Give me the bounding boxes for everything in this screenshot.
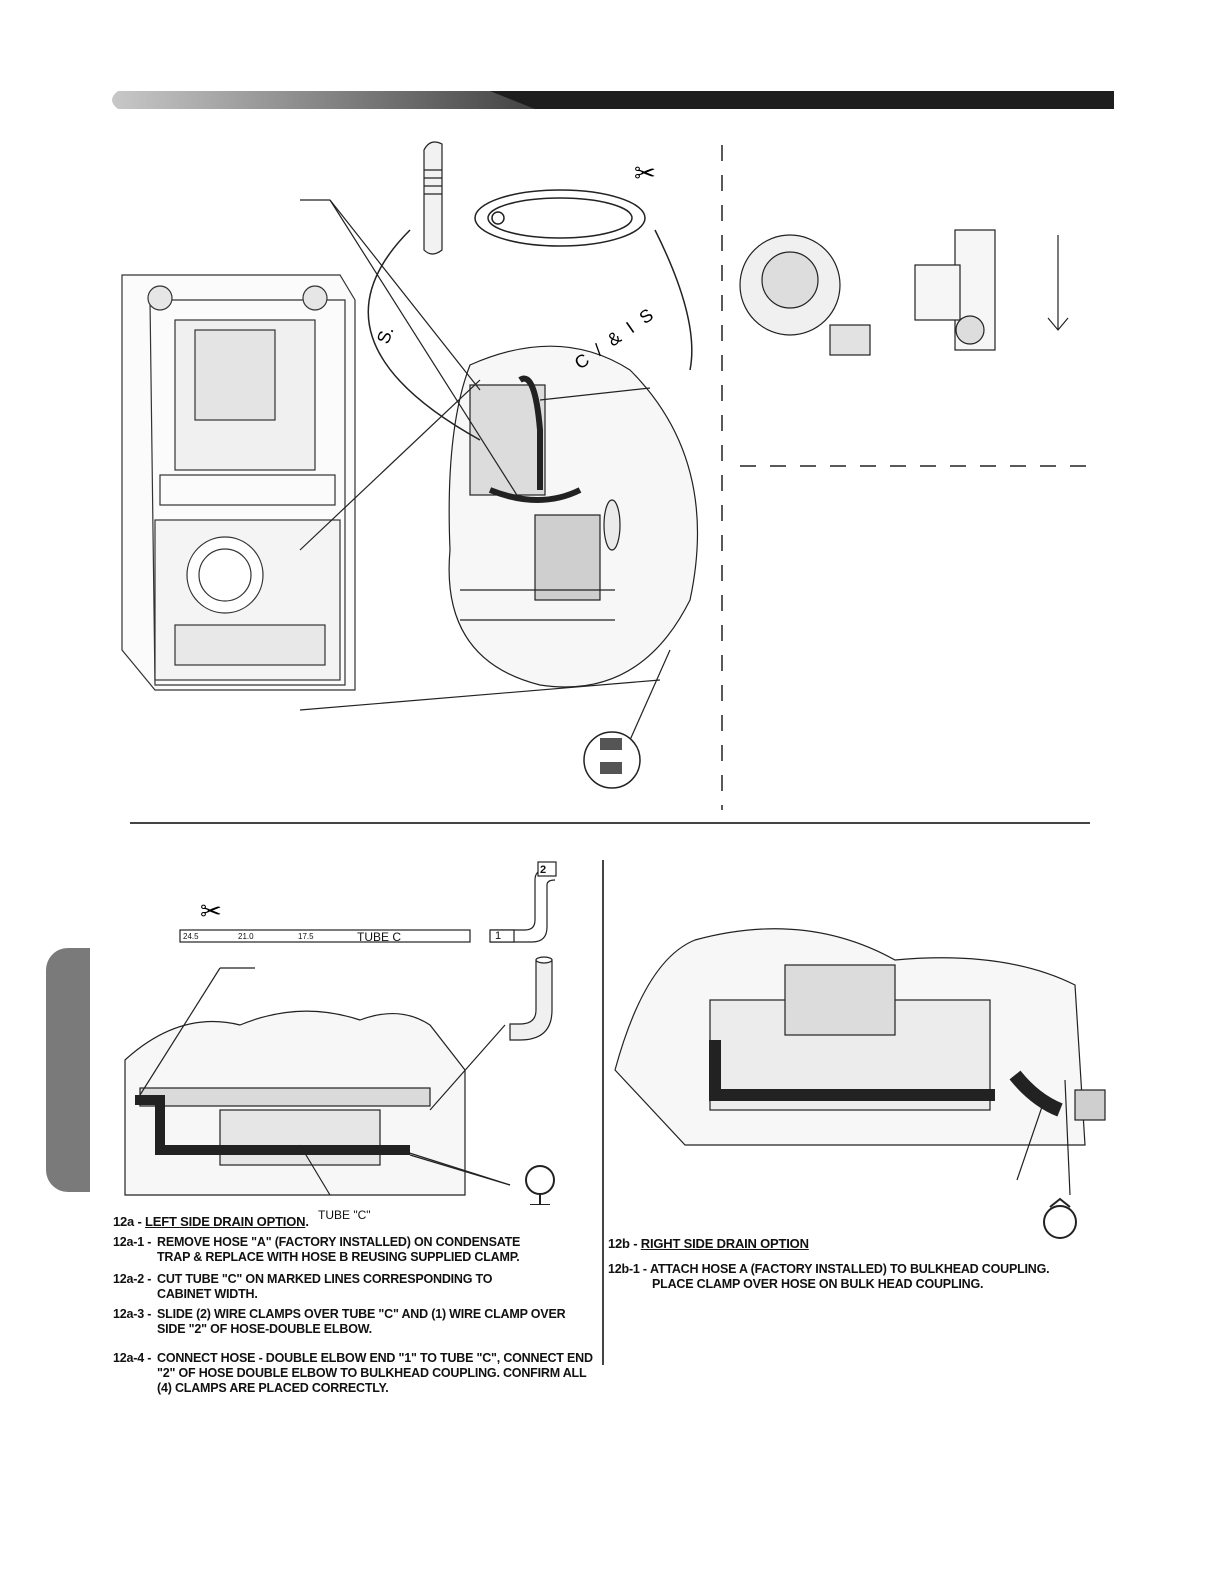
right-option-heading: 12b - RIGHT SIDE DRAIN OPTION bbox=[608, 1236, 809, 1251]
top-diagram: ✂ S. C / & I S bbox=[121, 141, 1090, 810]
step-12a-1: 12a-1 - REMOVE HOSE "A" (FACTORY INSTALL… bbox=[113, 1235, 521, 1264]
tube-mark-1: 24.5 bbox=[183, 932, 199, 941]
right-option-title: RIGHT SIDE DRAIN OPTION bbox=[640, 1236, 809, 1251]
tube-c-label: TUBE C bbox=[357, 930, 402, 944]
left-drain-diagram: ✂ bbox=[124, 861, 557, 1205]
header-bar bbox=[112, 91, 1114, 109]
magnified-view bbox=[448, 345, 699, 688]
right-leaders bbox=[1016, 1079, 1071, 1196]
scissors-icon: ✂ bbox=[200, 897, 222, 927]
arc-left bbox=[367, 229, 481, 441]
furnace-cabinet bbox=[121, 274, 356, 691]
curved-text-left: S. bbox=[373, 324, 398, 347]
elbow-end-1: 1 bbox=[495, 930, 502, 942]
hose-b bbox=[423, 141, 443, 255]
coiled-tube bbox=[474, 189, 646, 247]
section-divider bbox=[130, 822, 1090, 824]
double-elbow-hose bbox=[489, 861, 557, 943]
step-12a-3: 12a-3 - SLIDE (2) WIRE CLAMPS OVER TUBE … bbox=[113, 1307, 566, 1336]
tube-mark-2: 21.0 bbox=[238, 932, 254, 941]
elbow-end-2: 2 bbox=[540, 864, 547, 876]
tube-c-callout: TUBE "C" bbox=[318, 1208, 371, 1222]
inducer-motor bbox=[739, 234, 871, 356]
step-12b-1: 12b-1 - ATTACH HOSE A (FACTORY INSTALLED… bbox=[608, 1262, 1050, 1291]
cabinet-bottom-right bbox=[614, 928, 1106, 1146]
wire-clamp-icon bbox=[525, 1165, 555, 1205]
step-12a-4: 12a-4 - CONNECT HOSE - DOUBLE ELBOW END … bbox=[113, 1351, 593, 1395]
left-option-heading: 12a - LEFT SIDE DRAIN OPTION. bbox=[113, 1214, 309, 1229]
column-divider bbox=[602, 860, 604, 1365]
left-option-title: LEFT SIDE DRAIN OPTION bbox=[145, 1214, 306, 1229]
wire-clamp-icon bbox=[1043, 1197, 1077, 1239]
arc-right bbox=[654, 229, 693, 371]
cabinet-bottom bbox=[124, 1010, 466, 1196]
down-arrow-icon bbox=[1047, 235, 1069, 331]
scissors-icon: ✂ bbox=[634, 159, 656, 189]
side-tab bbox=[46, 948, 90, 1192]
step-12a-2: 12a-2 - CUT TUBE "C" ON MARKED LINES COR… bbox=[113, 1272, 493, 1301]
inducer-side-view bbox=[914, 229, 996, 351]
tube-mark-3: 17.5 bbox=[298, 932, 314, 941]
tube-c bbox=[179, 929, 471, 943]
elbow-hose bbox=[509, 956, 553, 1041]
screw-icon bbox=[583, 731, 641, 789]
leader-lines bbox=[299, 199, 671, 741]
left-leaders bbox=[139, 967, 511, 1196]
right-drain-diagram bbox=[614, 928, 1106, 1196]
